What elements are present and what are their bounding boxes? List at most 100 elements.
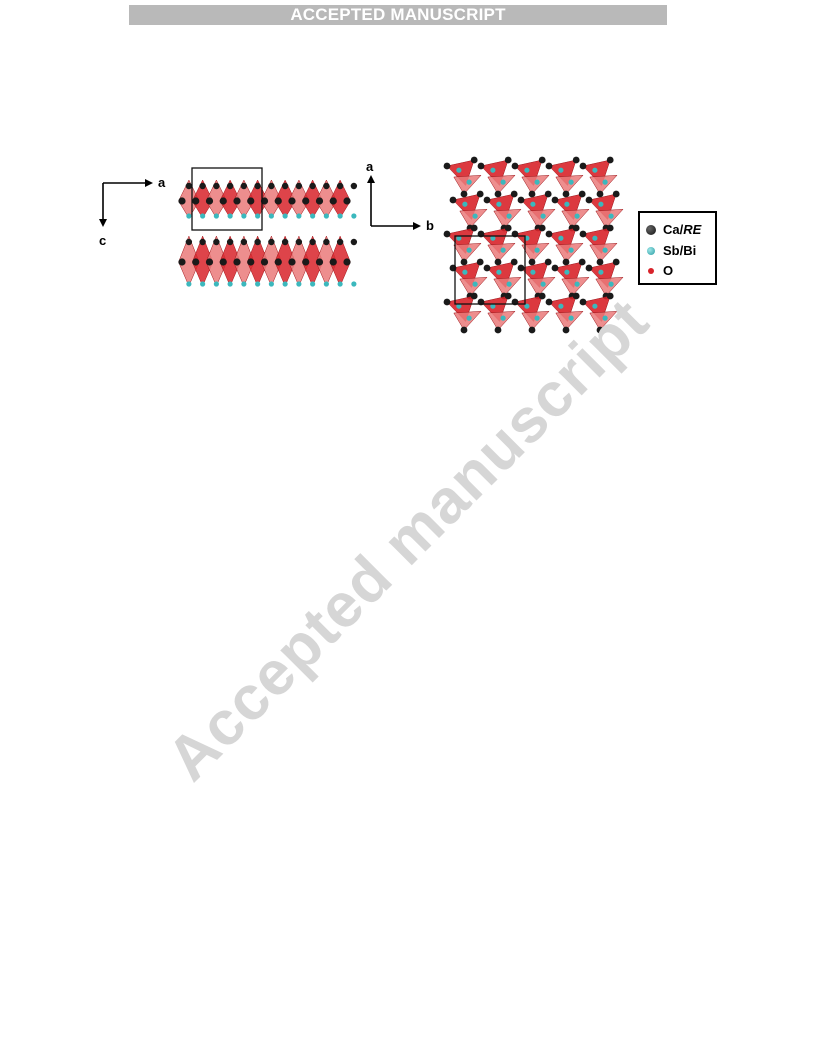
sb-atom: [496, 269, 502, 275]
sb-atom: [268, 213, 274, 219]
ca-atom: [343, 197, 351, 205]
sb-atom: [282, 213, 288, 219]
ca-atom: [240, 182, 248, 190]
ca-atom: [544, 258, 552, 266]
sb-atom: [524, 167, 530, 173]
ca-atom: [178, 197, 186, 205]
ca-atom: [219, 258, 227, 266]
ca-atom: [268, 182, 275, 190]
ca-atom: [504, 292, 512, 300]
sb-atom: [602, 315, 608, 321]
top-layer: [178, 179, 358, 219]
sb-atom: [568, 315, 574, 321]
sb-atom: [200, 213, 206, 219]
sb-atom: [462, 269, 468, 275]
tetrahedron: [595, 277, 624, 297]
ca-atom: [274, 258, 282, 266]
sb-atom: [598, 201, 604, 207]
right-panel-structure: [443, 156, 624, 334]
ca-atom: [295, 238, 303, 246]
a-axis-arrow-icon: [145, 179, 153, 187]
sb-atom: [296, 281, 302, 287]
ca-atom: [517, 264, 525, 272]
sb-atom: [534, 179, 540, 185]
sb-atom: [337, 213, 343, 219]
sb-atom: [524, 303, 530, 309]
ca-atom: [309, 238, 316, 246]
sb-atom: [456, 235, 462, 241]
tetrahedron: [589, 311, 618, 331]
ca-atom: [205, 258, 214, 266]
sb-atom: [456, 167, 462, 173]
sb-atom: [602, 179, 608, 185]
sb-atom: [466, 179, 472, 185]
o-atom-icon: [648, 268, 654, 274]
sb-atom: [568, 179, 574, 185]
ca-atom: [302, 258, 310, 266]
sb-atom: [506, 213, 512, 219]
ca-atom: [219, 197, 227, 205]
ca-atom: [578, 190, 586, 198]
ca-atom: [606, 224, 614, 232]
right-axes: [367, 175, 421, 230]
ca-atom: [544, 190, 552, 198]
ca-atom: [329, 197, 337, 205]
ca-atom: [562, 190, 570, 198]
ca-atom: [528, 190, 536, 198]
sb-atom: [558, 303, 564, 309]
sb-atom: [186, 281, 192, 287]
ca-atom: [483, 264, 491, 272]
tetrahedron: [459, 209, 488, 229]
ca-atom: [268, 238, 275, 246]
sb-atom: [472, 213, 478, 219]
sb-atom: [268, 281, 274, 287]
tetrahedron: [595, 209, 624, 229]
ca-atom: [578, 258, 586, 266]
ca-atom: [309, 182, 316, 190]
sb-atom: [227, 213, 233, 219]
ca-atom: [596, 258, 604, 266]
ca-atom: [579, 162, 587, 170]
ca-atom: [254, 238, 261, 246]
legend-label-ca: Ca/: [663, 222, 684, 237]
ca-atom: [538, 292, 546, 300]
legend-label-re: RE: [683, 222, 702, 237]
ca-atom: [511, 162, 519, 170]
tetrahedron: [493, 277, 522, 297]
tetrahedron: [521, 243, 550, 263]
tetrahedron: [527, 277, 556, 297]
tetrahedron: [487, 243, 516, 263]
accepted-manuscript-watermark: Accepted manuscript: [153, 285, 663, 795]
atom-legend: Ca/RE Sb/Bi O: [638, 211, 717, 285]
c-axis-arrow-icon: [99, 219, 107, 227]
ca-atom: [302, 197, 310, 205]
sb-atom: [466, 315, 472, 321]
ca-atom: [295, 182, 303, 190]
sb-atom: [200, 281, 206, 287]
sb-atom: [227, 281, 233, 287]
sb-atom: [534, 247, 540, 253]
ca-atom: [247, 197, 255, 205]
ca-atom: [185, 182, 193, 190]
ca-atom: [470, 292, 478, 300]
ca-atom: [538, 156, 546, 164]
ca-atom: [596, 190, 604, 198]
ca-atom: [510, 190, 518, 198]
right-unit-cell: [454, 235, 526, 305]
tetrahedron: [459, 277, 488, 297]
ca-atom: [572, 156, 580, 164]
ca-atom: [551, 196, 559, 204]
sb-atom: [213, 281, 219, 287]
ca-atom: [254, 182, 261, 190]
sb-atom: [592, 167, 598, 173]
sb-atom: [530, 201, 536, 207]
sb-atom-icon: [647, 247, 655, 255]
sb-atom: [323, 213, 329, 219]
ca-atom: [343, 258, 351, 266]
sb-atom: [337, 281, 343, 287]
ca-atom: [192, 258, 200, 266]
ca-atom: [288, 197, 296, 205]
sb-atom: [598, 269, 604, 275]
ca-atom: [551, 264, 559, 272]
ca-atom: [517, 196, 525, 204]
